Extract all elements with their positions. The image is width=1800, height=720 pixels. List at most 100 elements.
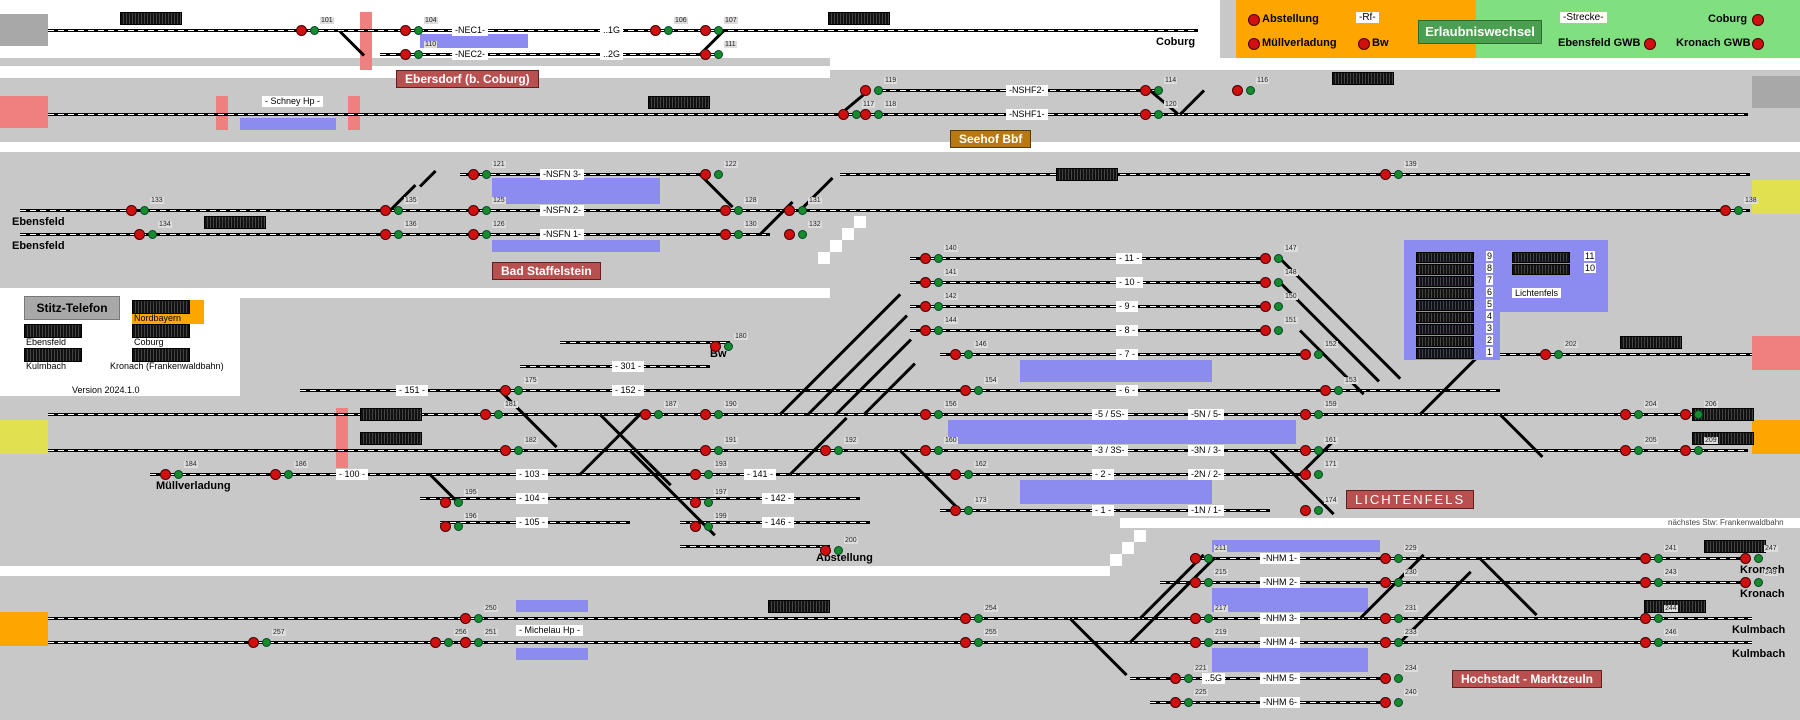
track-nsfn2[interactable] [20, 209, 1750, 212]
track-nhm5[interactable] [1130, 677, 1380, 680]
signal-180[interactable] [710, 341, 721, 352]
signal-195[interactable] [440, 497, 451, 508]
display-kulmbach[interactable] [24, 348, 82, 362]
signal-136[interactable] [380, 229, 391, 240]
signal-152[interactable] [1300, 349, 1311, 360]
track-nhm2[interactable] [1160, 581, 1750, 584]
track-east-upper[interactable] [1500, 353, 1752, 356]
lichtenfels-display-4[interactable] [1416, 312, 1474, 323]
signal-117[interactable] [838, 109, 849, 120]
signal-139[interactable] [1380, 169, 1391, 180]
signal-106[interactable] [650, 25, 661, 36]
signal-125[interactable] [468, 205, 479, 216]
signal-244[interactable] [1640, 613, 1651, 624]
lichtenfels-display-11[interactable] [1512, 252, 1570, 263]
track-ebensfeld-upper[interactable] [840, 173, 1750, 176]
track-nhm1[interactable] [1190, 557, 1750, 560]
signal-160[interactable] [920, 445, 931, 456]
ebensfeld-gwb-button[interactable] [1644, 38, 1656, 50]
track-5[interactable] [48, 413, 1748, 416]
signal-148[interactable] [1260, 277, 1271, 288]
signal-191[interactable] [700, 445, 711, 456]
signal-104[interactable] [400, 25, 411, 36]
signal-246[interactable] [1640, 637, 1651, 648]
signal-202[interactable] [1540, 349, 1551, 360]
track-9[interactable] [910, 305, 1270, 308]
signal-154[interactable] [960, 385, 971, 396]
signal-144[interactable] [920, 325, 931, 336]
signal-211[interactable] [1190, 553, 1201, 564]
lichtenfels-display-7[interactable] [1416, 276, 1474, 287]
track-104[interactable] [420, 497, 860, 500]
signal-254[interactable] [960, 613, 971, 624]
signal-192[interactable] [820, 445, 831, 456]
track-3[interactable] [48, 449, 1748, 452]
signal-118[interactable] [860, 109, 871, 120]
signal-126[interactable] [468, 229, 479, 240]
signal-101[interactable] [296, 25, 307, 36]
signal-187[interactable] [640, 409, 651, 420]
signal-173[interactable] [950, 505, 961, 516]
signal-247[interactable] [1740, 553, 1751, 564]
signal-122[interactable] [700, 169, 711, 180]
signal-138[interactable] [1720, 205, 1731, 216]
signal-119[interactable] [860, 85, 871, 96]
lichtenfels-display-10[interactable] [1512, 264, 1570, 275]
signal-217[interactable] [1190, 613, 1201, 624]
signal-221[interactable] [1170, 673, 1181, 684]
track-nhm4[interactable] [48, 641, 1752, 644]
bw-button[interactable] [1358, 38, 1370, 50]
signal-162[interactable] [950, 469, 961, 480]
signal-175[interactable] [500, 385, 511, 396]
lichtenfels-display-8[interactable] [1416, 264, 1474, 275]
signal-110[interactable] [400, 49, 411, 60]
signal-147[interactable] [1260, 253, 1271, 264]
signal-133[interactable] [126, 205, 137, 216]
lichtenfels-display-9[interactable] [1416, 252, 1474, 263]
track-schney[interactable] [48, 113, 1748, 116]
lichtenfels-display-6[interactable] [1416, 288, 1474, 299]
signal-200[interactable] [820, 545, 831, 556]
lichtenfels-display-5[interactable] [1416, 300, 1474, 311]
signal-150[interactable] [1260, 301, 1271, 312]
lichtenfels-display-2[interactable] [1416, 336, 1474, 347]
track-11[interactable] [910, 257, 1270, 260]
signal-231[interactable] [1380, 613, 1391, 624]
signal-111[interactable] [700, 49, 711, 60]
track-8[interactable] [910, 329, 1270, 332]
signal-151[interactable] [1260, 325, 1271, 336]
signal-251[interactable] [460, 637, 471, 648]
kronach-gwb-button[interactable] [1752, 38, 1764, 50]
signal-249[interactable] [1740, 577, 1751, 588]
track-nhm3[interactable] [48, 617, 1752, 620]
signal-130[interactable] [720, 229, 731, 240]
signal-225[interactable] [1170, 697, 1181, 708]
signal-161[interactable] [1300, 445, 1311, 456]
signal-131[interactable] [784, 205, 795, 216]
erlaubniswechsel-button[interactable]: Erlaubniswechsel [1418, 20, 1542, 44]
signal-250[interactable] [460, 613, 471, 624]
signal-215[interactable] [1190, 577, 1201, 588]
signal-206[interactable] [1680, 409, 1691, 420]
signal-182[interactable] [500, 445, 511, 456]
signal-234[interactable] [1380, 673, 1391, 684]
abstellung-button[interactable] [1248, 14, 1260, 26]
signal-193[interactable] [690, 469, 701, 480]
signal-240[interactable] [1380, 697, 1391, 708]
display-nordbayern[interactable] [132, 300, 190, 314]
signal-233[interactable] [1380, 637, 1391, 648]
coburg-header-button[interactable] [1752, 14, 1764, 26]
track-2[interactable] [150, 473, 1310, 476]
signal-132[interactable] [784, 229, 795, 240]
signal-229[interactable] [1380, 553, 1391, 564]
signal-243[interactable] [1640, 577, 1651, 588]
track-6[interactable] [300, 389, 1500, 392]
signal-184[interactable] [160, 469, 171, 480]
lichtenfels-display-1[interactable] [1416, 348, 1474, 359]
track-abstellung[interactable] [680, 545, 830, 548]
signal-255[interactable] [960, 637, 971, 648]
signal-135[interactable] [380, 205, 391, 216]
signal-186[interactable] [270, 469, 281, 480]
signal-171[interactable] [1300, 469, 1311, 480]
signal-219[interactable] [1190, 637, 1201, 648]
